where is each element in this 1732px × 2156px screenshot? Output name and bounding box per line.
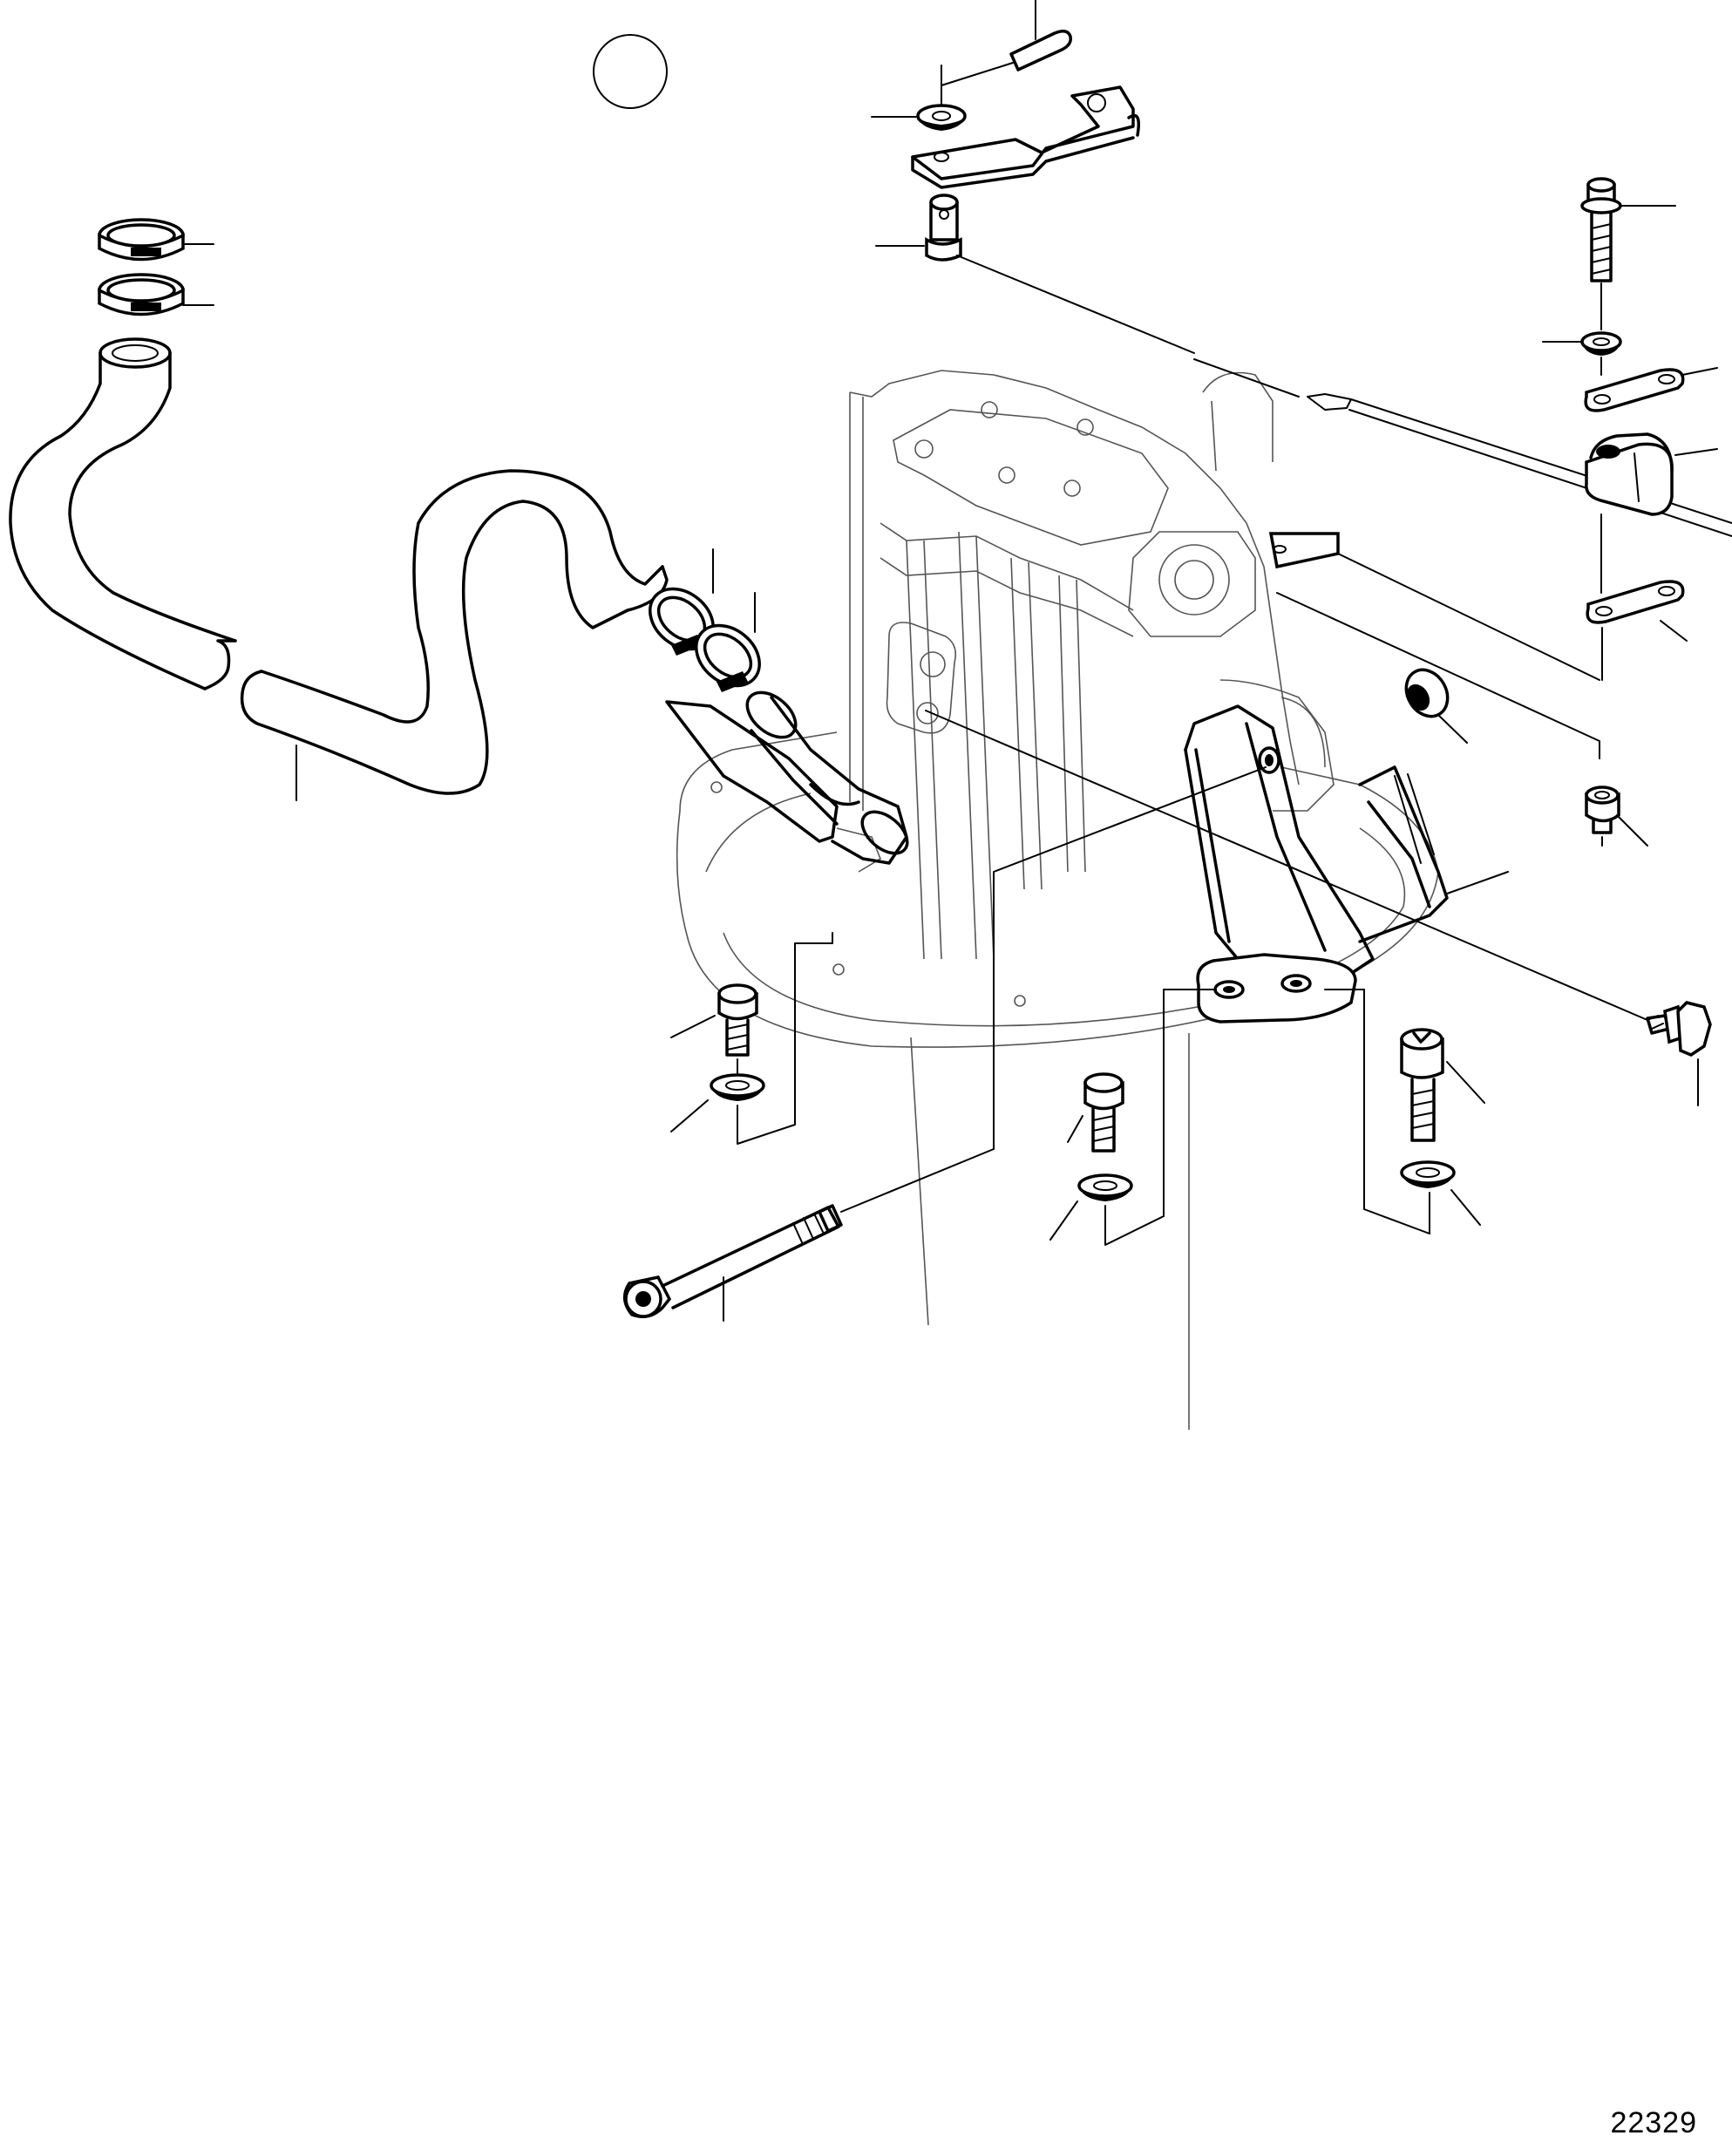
outlet-pipe (665, 690, 909, 865)
hose-clamp-2 (98, 273, 214, 316)
cable-clamp-plate-lower (1586, 580, 1688, 681)
socket-head-screw (1400, 1028, 1485, 1142)
cotter-pin (941, 0, 1072, 86)
clevis-pin (875, 194, 1300, 398)
spacer-bushing (1404, 668, 1468, 744)
lock-nut (1585, 786, 1648, 847)
cable-clamp-plate-upper (1584, 367, 1718, 412)
hose-clamp-4 (695, 592, 761, 692)
washer-bottom-right (1400, 1160, 1481, 1234)
shift-bracket (911, 85, 1140, 189)
figure-reference-number: 22329 (1610, 2106, 1697, 2139)
washer-top (871, 65, 967, 131)
hose-clamp-3 (649, 548, 715, 656)
hose-clamp-1 (98, 218, 214, 262)
connector-lines-right (1268, 532, 1600, 759)
transmission-housing (676, 370, 1439, 1430)
flange-bolt-right (1580, 177, 1676, 330)
cap-screw-center (1067, 1072, 1124, 1153)
support-bracket (993, 704, 1509, 1234)
index-circle (593, 34, 668, 109)
washer-right (1542, 331, 1622, 376)
long-through-bolt (623, 1148, 995, 1322)
hex-bolt-long (925, 710, 1712, 1106)
rubber-grommet (1585, 432, 1718, 594)
coolant-hose (9, 337, 669, 801)
cap-screw-left (670, 983, 758, 1075)
washer-left (670, 932, 833, 1145)
washer-center (1049, 1173, 1165, 1246)
